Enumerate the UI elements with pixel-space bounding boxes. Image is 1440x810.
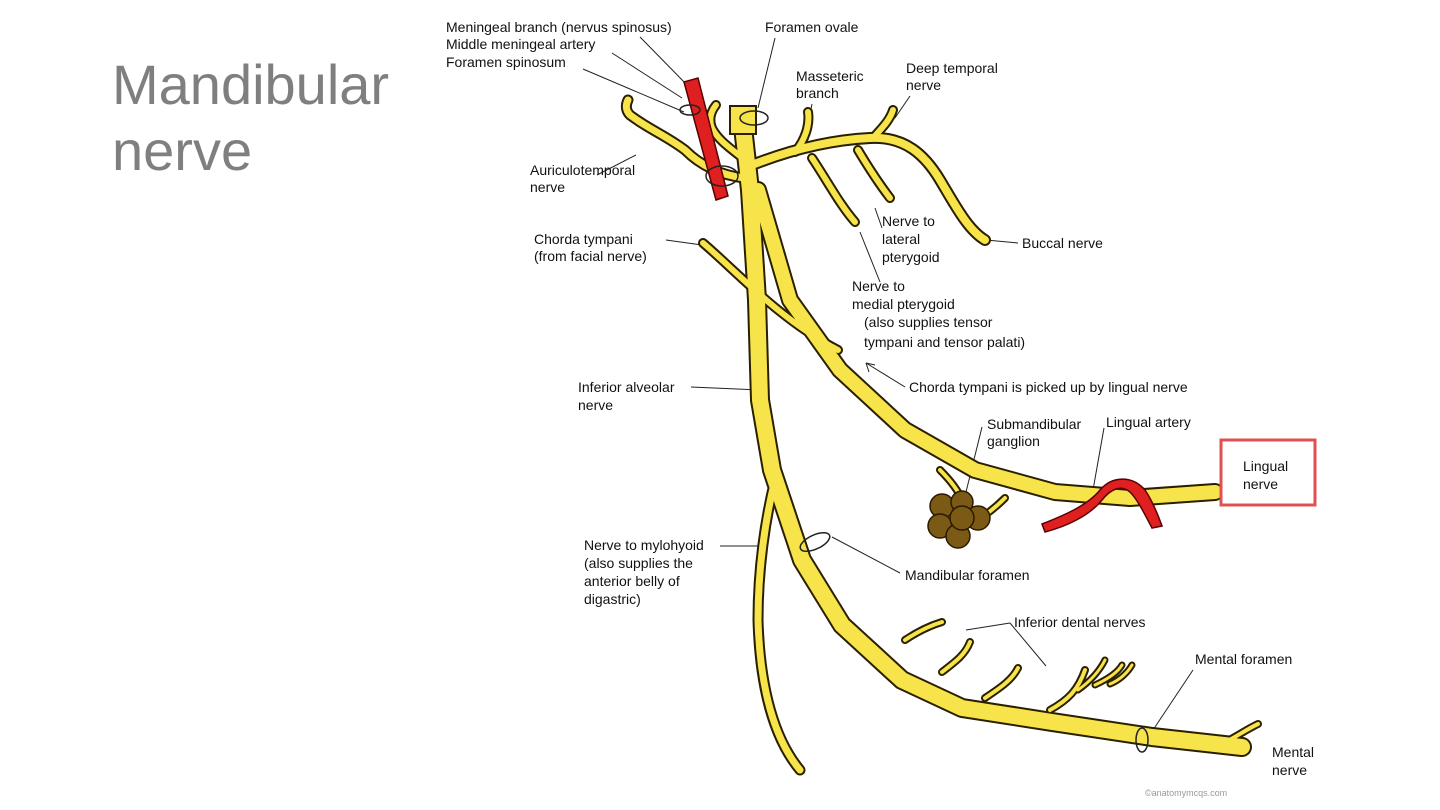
- label-medial-pterygoid-line2: medial pterygoid: [852, 296, 955, 312]
- mental-nerve-fork: [1213, 722, 1260, 749]
- inferior-dental-branch-2: [940, 640, 972, 674]
- label-mylohyoid-line2: (also supplies the: [584, 555, 693, 571]
- label-inferior-alveolar-line2: nerve: [578, 397, 613, 413]
- label-foramen-ovale: Foramen ovale: [765, 19, 859, 35]
- label-mylohyoid-line3: anterior belly of: [584, 573, 680, 589]
- label-inferior-alveolar-line1: Inferior alveolar: [578, 379, 675, 395]
- buccal-nerve-path: [748, 133, 989, 244]
- label-masseteric-line1: Masseteric: [796, 68, 864, 84]
- label-lateral-pterygoid-line1: Nerve to: [882, 213, 935, 229]
- label-medial-pterygoid-line1: Nerve to: [852, 278, 905, 294]
- label-deep-temporal-line1: Deep temporal: [906, 60, 998, 76]
- lingual-nerve-path: [751, 183, 1222, 505]
- nerve-to-mylohyoid-path: [754, 476, 804, 774]
- label-chorda-tympani-line2: (from facial nerve): [534, 248, 647, 264]
- nerve-fill-layer: [622, 96, 1260, 774]
- nerve-to-lateral-pterygoid-path: [809, 155, 858, 225]
- label-submandibular-line2: ganglion: [987, 433, 1040, 449]
- middle-meningeal-artery-shape: [683, 77, 729, 201]
- label-medial-pterygoid-line4: tympani and tensor palati): [864, 334, 1025, 350]
- foramen-rings: [679, 104, 1149, 753]
- label-lateral-pterygoid-line2: lateral: [882, 231, 920, 247]
- auriculotemporal-loop: [705, 165, 739, 187]
- leader-lines: [582, 36, 1194, 743]
- label-submandibular-line1: Submandibular: [987, 416, 1082, 432]
- label-lingual-nerve-line1: Lingual: [1243, 458, 1288, 474]
- submandibular-ganglion-shape: [927, 490, 991, 549]
- label-medial-pterygoid-line3: (also supplies tensor: [864, 314, 993, 330]
- inferior-dental-twig-3: [1108, 663, 1134, 686]
- lingual-nerve-highlight-box: [1219, 438, 1317, 507]
- deep-temporal-nerve-path: [870, 107, 896, 141]
- masseteric-branch-path: [792, 109, 812, 155]
- slide-title-line1: Mandibular: [112, 53, 390, 116]
- lingual-artery-shape: [1041, 478, 1164, 533]
- label-lingual-nerve-line2: nerve: [1243, 476, 1278, 492]
- inferior-dental-branch-1: [903, 620, 944, 642]
- foramen-ovale-trunk: [729, 105, 757, 135]
- label-buccal-nerve: Buccal nerve: [1022, 235, 1103, 251]
- foramen-ovale-ring: [739, 110, 769, 126]
- label-mental-nerve-line1: Mental: [1272, 744, 1314, 760]
- label-mylohyoid-line4: digastric): [584, 591, 641, 607]
- label-meningeal-branch: Meningeal branch (nervus spinosus): [446, 19, 672, 35]
- mandibular-nerve-trunk: [734, 110, 1250, 755]
- label-deep-temporal-line2: nerve: [906, 77, 941, 93]
- label-foramen-spinosum: Foramen spinosum: [446, 54, 566, 70]
- label-inferior-dental-nerves: Inferior dental nerves: [1014, 614, 1146, 630]
- chorda-tympani-path: [700, 240, 841, 353]
- label-lateral-pterygoid-line3: pterygoid: [882, 249, 940, 265]
- label-masseteric-line2: branch: [796, 85, 839, 101]
- slide-title: Mandibular nerve: [112, 52, 442, 184]
- label-middle-meningeal-artery: Middle meningeal artery: [446, 36, 595, 52]
- inferior-dental-twig-2: [1093, 663, 1124, 687]
- label-mandibular-foramen: Mandibular foramen: [905, 567, 1030, 583]
- diagram-labels: Meningeal branch (nervus spinosus) Middl…: [446, 19, 1314, 798]
- label-auriculotemporal-line2: nerve: [530, 179, 565, 195]
- inferior-dental-twig-1: [1076, 658, 1107, 692]
- label-mental-foramen: Mental foramen: [1195, 651, 1292, 667]
- mental-foramen-ring: [1135, 727, 1149, 753]
- label-lingual-artery: Lingual artery: [1106, 414, 1191, 430]
- label-chorda-pickup: Chorda tympani is picked up by lingual n…: [909, 379, 1188, 395]
- inferior-dental-branch-3: [983, 666, 1020, 700]
- label-chorda-tympani-line1: Chorda tympani: [534, 231, 633, 247]
- label-auriculotemporal-line1: Auriculotemporal: [530, 162, 635, 178]
- meningeal-branch-path: [707, 102, 748, 163]
- foramen-spinosum-ring: [679, 104, 701, 116]
- label-mylohyoid-line1: Nerve to mylohyoid: [584, 537, 704, 553]
- label-mental-nerve-line2: nerve: [1272, 762, 1307, 778]
- nerve-to-medial-pterygoid-path: [855, 147, 893, 201]
- credit-watermark: ©anatomymcqs.com: [1145, 788, 1227, 798]
- mandibular-foramen-ring: [799, 531, 831, 553]
- inferior-dental-branch-4: [1048, 668, 1087, 712]
- slide-title-line2: nerve: [112, 119, 253, 182]
